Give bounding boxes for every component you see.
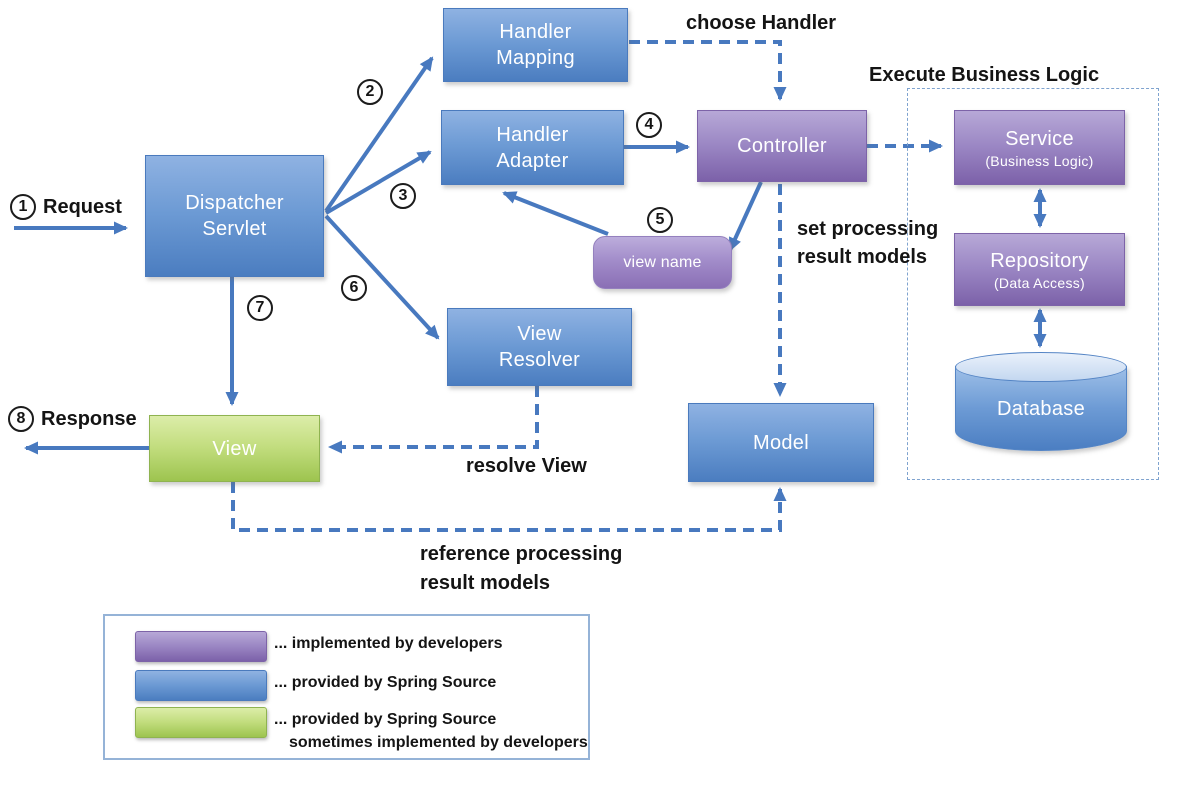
node-label: view name xyxy=(623,253,702,271)
arrow-view-name-to-handler-adapter xyxy=(502,191,609,236)
legend-swatch-purple xyxy=(135,631,267,662)
legend-item-blue-text: ... provided by Spring Source xyxy=(274,674,497,691)
step-circle-4: 4 xyxy=(636,112,662,138)
request-text: Request xyxy=(43,195,122,218)
node-label: Database xyxy=(996,398,1085,420)
node-label: Repository xyxy=(990,249,1089,272)
arrow-dispatcher-to-handler-adapter xyxy=(324,150,432,215)
node-view: View xyxy=(149,415,320,482)
business-logic-boundary xyxy=(907,88,1159,480)
choose-handler-label: choose Handler xyxy=(686,12,837,34)
step-circle-8: 8 xyxy=(8,406,34,432)
node-view-name: view name xyxy=(593,236,732,289)
set-processing-label-line1: set processing xyxy=(797,218,939,240)
node-label: Service xyxy=(1005,127,1074,150)
request-label: 1 Request xyxy=(10,194,122,220)
node-label: Controller xyxy=(737,135,827,157)
execute-business-logic-label: Execute Business Logic xyxy=(869,64,1100,86)
legend-item-green-text-line1: ... provided by Spring Source xyxy=(274,711,497,728)
arrow-controller-to-view-name xyxy=(728,181,763,252)
step-circle-7: 7 xyxy=(247,295,273,321)
database-cylinder-top xyxy=(955,352,1127,382)
node-label: Handler xyxy=(496,123,569,146)
set-processing-label-line2: result models xyxy=(797,246,928,268)
node-controller: Controller xyxy=(697,110,867,182)
step-circle-3: 3 xyxy=(390,183,416,209)
dashed-view-resolver-to-view xyxy=(328,386,539,454)
node-service: Service (Business Logic) xyxy=(954,110,1125,185)
resolve-view-label: resolve View xyxy=(466,455,587,477)
response-text: Response xyxy=(41,407,137,430)
response-label: 8 Response xyxy=(8,406,137,432)
step-circle-2: 2 xyxy=(357,79,383,105)
legend-item-green-text-line2: sometimes implemented by developers xyxy=(289,734,588,751)
dashed-view-to-model xyxy=(231,482,787,532)
arrow-dispatcher-to-handler-mapping xyxy=(324,56,434,213)
arrow-dispatcher-to-view-resolver xyxy=(324,214,440,340)
node-handler-mapping: Handler Mapping xyxy=(443,8,628,82)
node-view-resolver: View Resolver xyxy=(447,308,632,386)
step-circle-1: 1 xyxy=(10,194,36,220)
reference-models-label-line1: reference processing xyxy=(420,543,623,565)
node-label: Resolver xyxy=(498,349,581,371)
node-handler-adapter: Handler Adapter xyxy=(441,110,624,185)
node-label: Adapter xyxy=(496,149,569,172)
dashed-choose-handler xyxy=(629,40,787,101)
node-database: Database xyxy=(955,352,1127,452)
legend-swatch-green xyxy=(135,707,267,738)
node-label: Model xyxy=(753,431,809,454)
step-circle-5: 5 xyxy=(647,207,673,233)
node-sublabel: (Business Logic) xyxy=(985,152,1094,169)
legend: ... implemented by developers ... provid… xyxy=(103,614,590,760)
node-label: Mapping xyxy=(496,47,575,69)
node-dispatcher-servlet: Dispatcher Servlet xyxy=(145,155,324,277)
step-circle-6: 6 xyxy=(341,275,367,301)
node-sublabel: (Data Access) xyxy=(993,274,1086,291)
node-label: View xyxy=(517,323,562,345)
node-repository: Repository (Data Access) xyxy=(954,233,1125,306)
node-label: Servlet xyxy=(202,218,267,240)
legend-swatch-blue xyxy=(135,670,267,701)
node-label: View xyxy=(212,437,257,460)
node-label: Dispatcher xyxy=(185,192,284,214)
legend-item-purple-text: ... implemented by developers xyxy=(274,635,503,652)
node-model: Model xyxy=(688,403,874,482)
node-label: Handler xyxy=(499,21,572,43)
reference-models-label-line2: result models xyxy=(420,572,551,594)
